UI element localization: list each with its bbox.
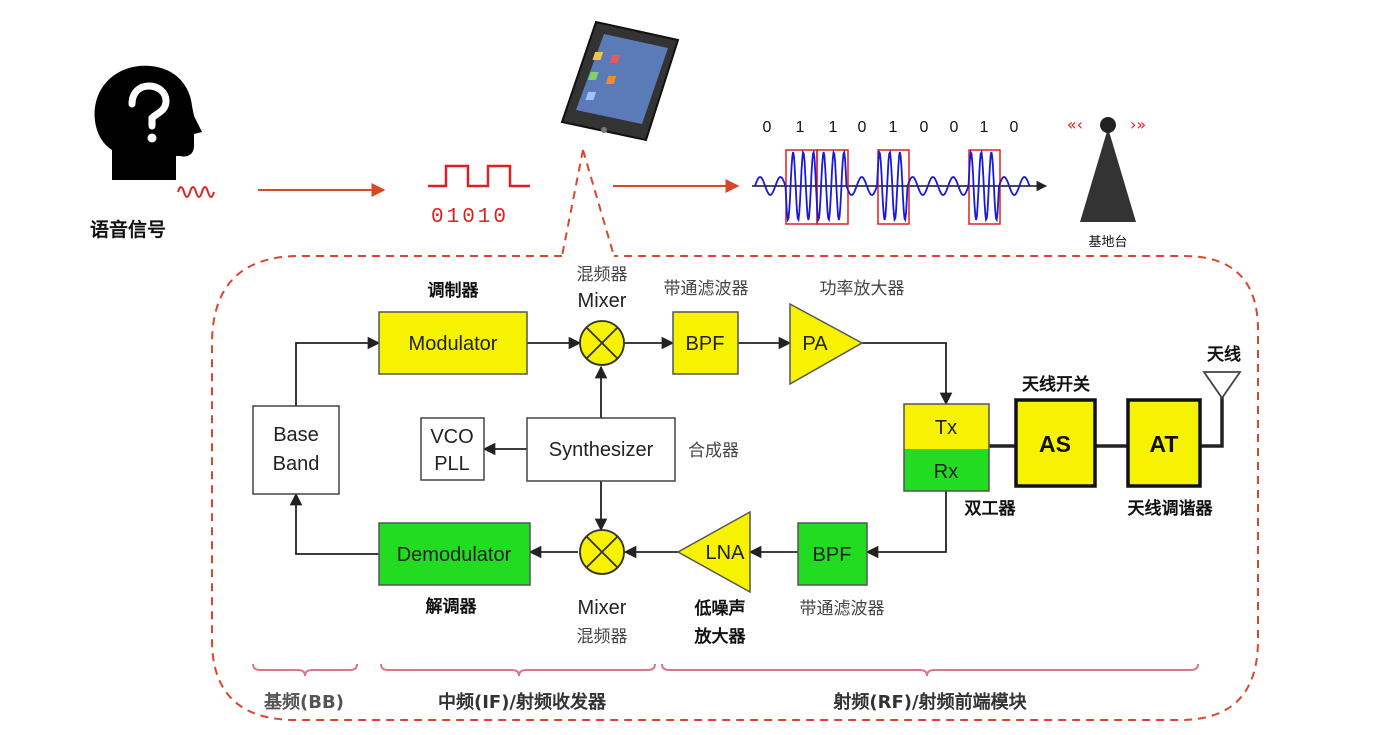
svg-text:Demodulator: Demodulator	[397, 544, 512, 566]
antenna-tuner-block: AT	[1126, 398, 1202, 488]
bpf-tx-cn-label: 带通滤波器	[664, 279, 749, 299]
bit-label: 0	[1010, 119, 1019, 136]
svg-text:AT: AT	[1150, 431, 1179, 457]
pa-cn-label: 功率放大器	[820, 279, 905, 299]
svg-text:Base: Base	[273, 424, 319, 446]
bit-label: 0	[950, 119, 959, 136]
duplexer-cn-label: 双工器	[965, 499, 1017, 519]
base-station-label: 基地台	[1088, 235, 1127, 250]
svg-text:PLL: PLL	[434, 453, 470, 475]
section-if-label: 中频(IF)/射频收发器	[438, 691, 607, 713]
baseband-block: Base Band	[252, 405, 340, 495]
antenna-tuner-cn-label: 天线调谐器	[1128, 498, 1214, 519]
transceiver-enclosure	[211, 255, 1259, 721]
modulated-waveform	[752, 149, 1048, 225]
lna-cn-label-line1: 低噪声	[694, 598, 746, 619]
smartphone-icon	[560, 20, 680, 142]
mixer-bottom-cn-label: 混频器	[577, 627, 628, 647]
bit-label: 0	[763, 119, 772, 136]
bpf-tx-block: BPF	[672, 311, 739, 375]
bpf-rx-block: BPF	[797, 522, 868, 586]
base-station-icon: «‹ ›»	[1067, 115, 1146, 222]
mixer-icon	[579, 529, 625, 575]
bit-label: 1	[889, 119, 898, 136]
svg-text:Tx: Tx	[935, 417, 957, 439]
svg-text:Synthesizer: Synthesizer	[549, 439, 654, 461]
digital-bits: 01010	[431, 206, 509, 229]
antenna-cn-label: 天线	[1207, 344, 1241, 365]
thick-links	[989, 396, 1224, 448]
digital-pulse	[428, 164, 530, 188]
head-question-icon	[94, 65, 202, 180]
svg-text:VCO: VCO	[430, 426, 473, 448]
voice-label: 语音信号	[90, 218, 166, 241]
modulated-bits: 0 1 1 0 1 0 0 1 0	[763, 119, 1019, 136]
synthesizer-block: Synthesizer	[526, 417, 676, 482]
bit-label: 1	[829, 119, 838, 136]
mixer-top-en-label: Mixer	[578, 290, 627, 312]
modulator-cn-label: 调制器	[428, 280, 480, 301]
antenna-switch-cn-label: 天线开关	[1022, 374, 1090, 395]
bit-label: 1	[796, 119, 805, 136]
svg-text:BPF: BPF	[813, 544, 852, 566]
bit-label: 1	[980, 119, 989, 136]
svg-text:Modulator: Modulator	[409, 333, 498, 355]
lna-block: LNA	[676, 510, 751, 594]
svg-text:›»: ›»	[1130, 115, 1146, 134]
voice-wave	[177, 186, 215, 198]
bit-label: 0	[858, 119, 867, 136]
antenna-icon	[1202, 371, 1242, 400]
demodulator-cn-label: 解调器	[426, 596, 478, 617]
svg-text:Rx: Rx	[934, 461, 958, 483]
vco-pll-block: VCO PLL	[420, 417, 485, 481]
svg-text:AS: AS	[1039, 431, 1071, 457]
zoom-line-left	[561, 149, 584, 257]
section-bb-label: 基频(BB)	[263, 691, 344, 713]
signal-paths	[289, 336, 953, 559]
mixer-bottom-en-label: Mixer	[578, 597, 627, 619]
synthesizer-cn-label: 合成器	[688, 441, 739, 461]
section-rf-label: 射频(RF)/射频前端模块	[832, 691, 1027, 713]
zoom-line-right	[582, 149, 615, 257]
mixer-icon	[579, 320, 625, 366]
mixer-top-cn-label: 混频器	[577, 265, 628, 285]
duplexer-block: Tx Rx	[903, 403, 990, 492]
svg-text:BPF: BPF	[686, 333, 725, 355]
bit-label: 0	[920, 119, 929, 136]
section-brackets	[252, 663, 1199, 677]
antenna-switch-block: AS	[1014, 398, 1097, 488]
svg-text:LNA: LNA	[706, 542, 746, 564]
lna-cn-label-line2: 放大器	[694, 626, 747, 647]
demodulator-block: Demodulator	[378, 522, 531, 586]
modulator-block: Modulator	[378, 311, 528, 375]
svg-text:«‹: «‹	[1067, 115, 1083, 134]
svg-text:PA: PA	[802, 333, 828, 355]
pa-block: PA	[789, 302, 864, 386]
bpf-rx-cn-label: 带通滤波器	[800, 599, 885, 619]
svg-text:Band: Band	[273, 453, 320, 475]
